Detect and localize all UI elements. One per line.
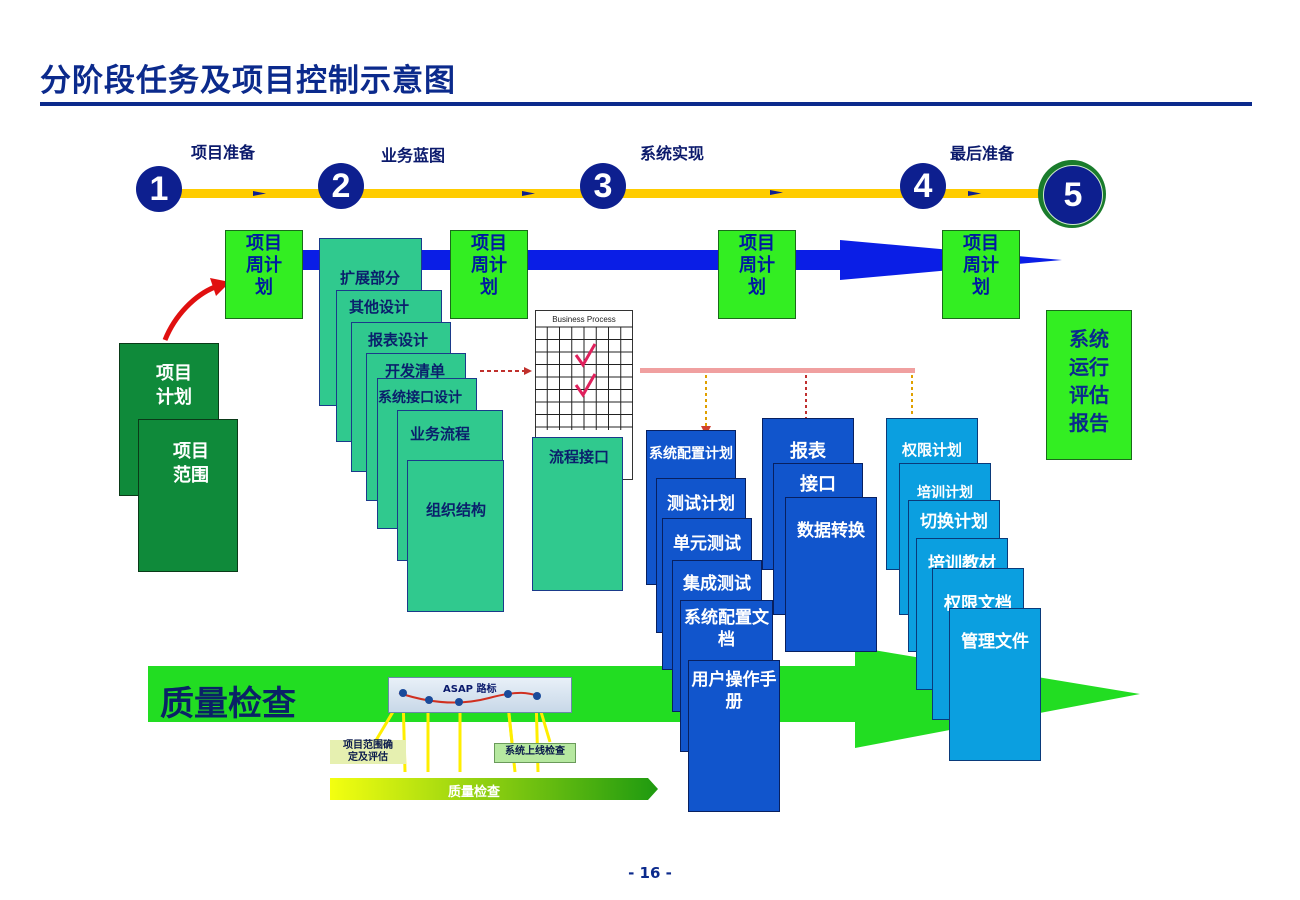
config-card: 用户操作手册: [688, 660, 780, 812]
timeline-tick: [770, 190, 783, 195]
go-live-check-box: 系统上线检查: [494, 743, 576, 763]
phase-label: 项目准备: [191, 143, 256, 162]
step-marker: 2: [318, 163, 364, 209]
bus-line: [640, 368, 915, 373]
timeline-tick: [522, 191, 535, 196]
business-process-caption: Business Process: [552, 315, 616, 324]
timeline-tick: [253, 191, 266, 196]
blueprint-card: 组织结构: [407, 460, 504, 612]
asap-roadmap: ASAP 路标: [388, 677, 572, 713]
plan-line: 项目: [963, 233, 999, 254]
flow-interface-card: 流程接口: [532, 437, 623, 591]
weekly-plan-box: 项目周计划: [225, 230, 303, 319]
plan-line: 项目: [739, 233, 775, 254]
auth-card: 管理文件: [949, 608, 1041, 761]
plan-line: 周计: [739, 255, 775, 276]
plan-line: 划: [480, 277, 498, 298]
page-number: - 16 -: [628, 864, 672, 882]
step-marker-final-label: 5: [1043, 165, 1103, 225]
phase-label: 系统实现: [640, 144, 705, 163]
phase-label: 最后准备: [950, 144, 1015, 163]
step-marker: 1: [136, 166, 182, 212]
title-divider: [40, 102, 1252, 106]
plan-line: 周计: [246, 255, 282, 276]
plan-line: 项目: [471, 233, 507, 254]
plan-line: 项目: [246, 233, 282, 254]
asap-route: [398, 689, 541, 706]
plan-line: 周计: [963, 255, 999, 276]
weekly-plan-box: 项目周计划: [942, 230, 1020, 319]
project-scope-card: 项目 范围: [138, 419, 238, 572]
timeline-tick: [968, 191, 981, 196]
report-card: 数据转换: [785, 497, 877, 652]
quality-arrow: [148, 647, 1140, 748]
step-marker: 3: [580, 163, 626, 209]
step-marker: 4: [900, 163, 946, 209]
scope-check-box: 项目范围确 定及评估: [330, 740, 406, 764]
page-title: 分阶段任务及项目控制示意图: [40, 63, 456, 99]
phase-label: 业务蓝图: [381, 146, 446, 165]
step-marker-final: 5: [1038, 160, 1106, 228]
plan-line: 划: [255, 277, 273, 298]
check-mark: [574, 373, 597, 398]
red-curve-arrow: [162, 284, 216, 341]
quality-bar: [330, 778, 658, 800]
weekly-plan-box: 项目周计划: [718, 230, 796, 319]
weekly-plan-box: 项目周计划: [450, 230, 528, 319]
check-mark: [574, 343, 597, 368]
plan-line: 周计: [471, 255, 507, 276]
asap-label: ASAP 路标: [443, 684, 497, 695]
plan-line: 划: [748, 277, 766, 298]
final-report-box: 系统 运行 评估 报告: [1046, 310, 1132, 460]
quality-banner-label: 质量检查: [160, 684, 296, 724]
plan-line: 划: [972, 277, 990, 298]
quality-bar-label: 质量检查: [448, 785, 501, 800]
